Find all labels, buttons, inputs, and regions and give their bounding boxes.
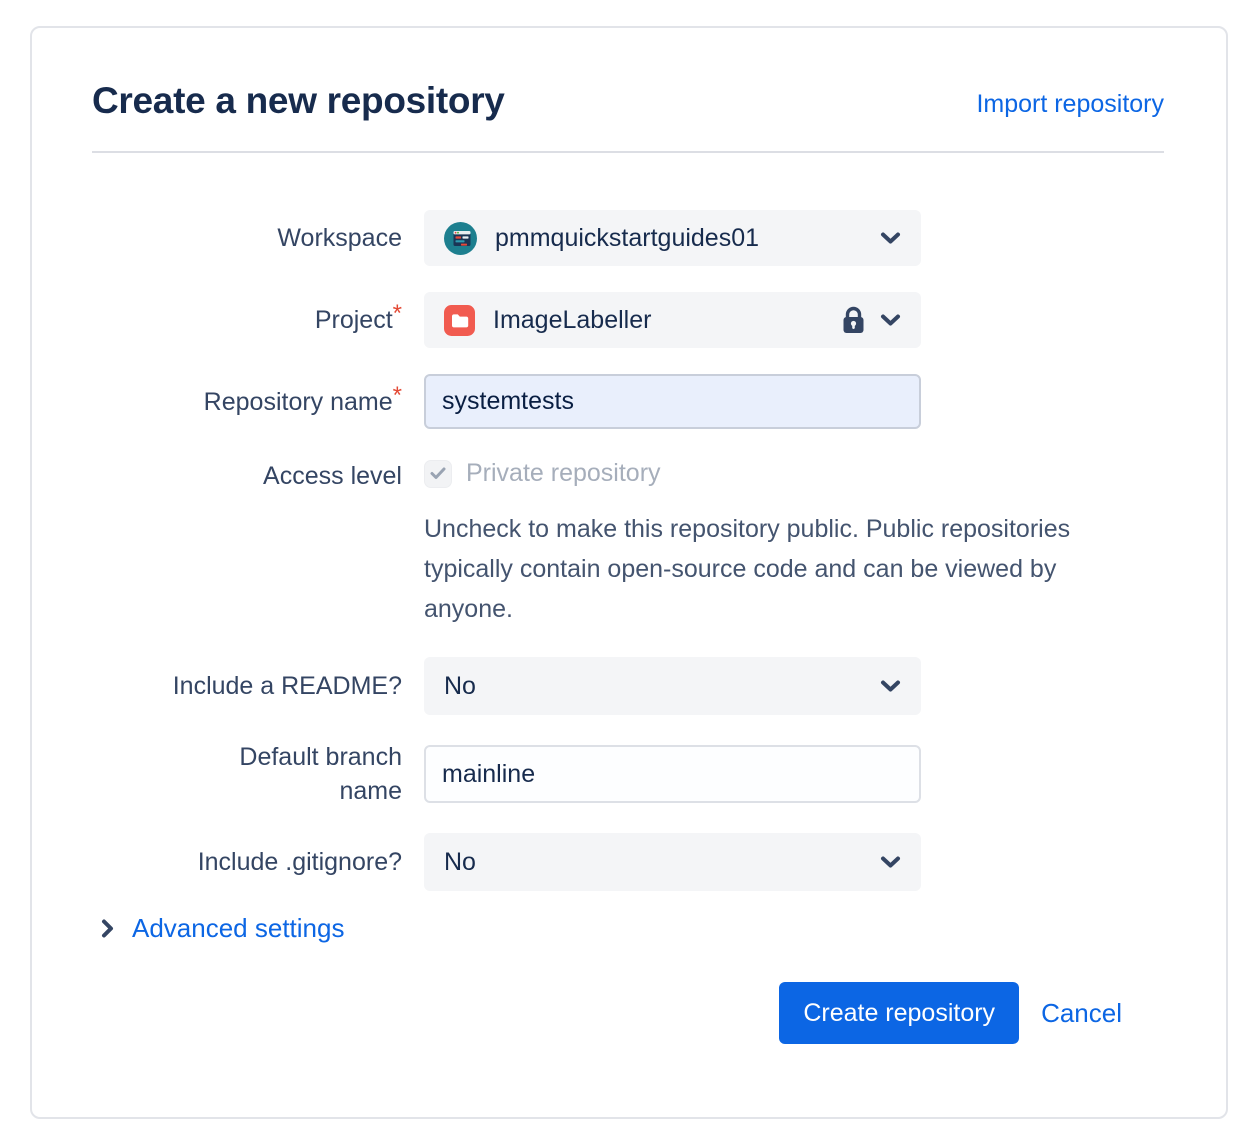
- required-asterisk: *: [392, 300, 402, 327]
- workspace-avatar: [444, 221, 477, 255]
- create-repository-form: Workspace: [92, 210, 1164, 1044]
- advanced-settings-link[interactable]: Advanced settings: [132, 913, 345, 943]
- repository-name-row: Repository name*: [92, 374, 1164, 429]
- include-readme-label: Include a README?: [172, 672, 402, 700]
- chevron-down-icon: [880, 679, 901, 694]
- required-asterisk: *: [392, 381, 402, 409]
- include-readme-select[interactable]: No: [424, 657, 921, 715]
- check-icon: [430, 467, 446, 479]
- include-gitignore-row: Include .gitignore? No: [92, 833, 1164, 891]
- access-level-label: Access level: [263, 462, 402, 490]
- project-label: Project*: [314, 300, 402, 335]
- dialog-actions: Create repository Cancel: [92, 982, 1164, 1044]
- create-repository-dialog: Create a new repository Import repositor…: [30, 26, 1228, 1119]
- include-gitignore-select[interactable]: No: [424, 833, 921, 891]
- include-readme-value: No: [444, 671, 476, 700]
- workspace-select[interactable]: pmmquickstartguides01: [424, 210, 921, 266]
- dialog-header: Create a new repository Import repositor…: [92, 80, 1164, 122]
- page-title: Create a new repository: [92, 80, 505, 121]
- workspace-row: Workspace: [92, 210, 1164, 266]
- workspace-value: pmmquickstartguides01: [495, 223, 760, 252]
- default-branch-row: Default branch name: [92, 740, 1164, 808]
- access-level-row: Access level Private repository Uncheck …: [92, 459, 1164, 629]
- import-repository-link[interactable]: Import repository: [976, 90, 1164, 118]
- default-branch-label: Default branch name: [239, 743, 402, 805]
- chevron-down-icon: [880, 231, 901, 246]
- include-gitignore-label: Include .gitignore?: [197, 848, 402, 876]
- project-value: ImageLabeller: [493, 305, 652, 334]
- chevron-down-icon: [880, 855, 901, 870]
- advanced-settings-row: Advanced settings: [92, 913, 1164, 944]
- cancel-button[interactable]: Cancel: [1041, 997, 1122, 1028]
- project-row: Project* ImageLabeller: [92, 292, 1164, 348]
- private-repository-checkbox[interactable]: [424, 459, 452, 488]
- chevron-right-icon[interactable]: [100, 918, 115, 939]
- repository-name-input[interactable]: [424, 374, 921, 429]
- default-branch-input[interactable]: [424, 745, 921, 803]
- repository-name-label: Repository name*: [203, 381, 402, 416]
- project-select[interactable]: ImageLabeller: [424, 292, 921, 348]
- lock-icon: [841, 305, 866, 335]
- include-readme-row: Include a README? No: [92, 657, 1164, 715]
- private-repository-label: Private repository: [466, 459, 661, 487]
- header-divider: [92, 151, 1164, 153]
- workspace-label: Workspace: [277, 224, 402, 252]
- access-level-helper-text: Uncheck to make this repository public. …: [424, 515, 1071, 623]
- create-repository-button[interactable]: Create repository: [779, 982, 1020, 1044]
- project-icon: [444, 304, 475, 336]
- chevron-down-icon: [880, 313, 901, 328]
- include-gitignore-value: No: [444, 847, 476, 876]
